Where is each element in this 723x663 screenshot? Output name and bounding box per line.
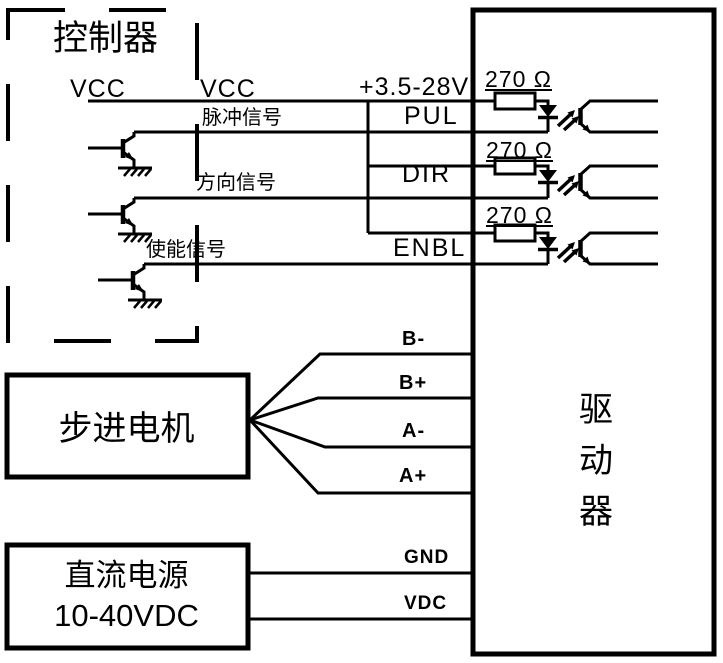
resistor-icon <box>493 91 537 111</box>
npn-transistor-enable-icon <box>98 264 162 309</box>
supply-voltage-label: +3.5-28V <box>359 73 470 101</box>
vcc-label-inner: VCC <box>70 75 126 103</box>
ground-icon <box>118 232 152 243</box>
terminal-label-gnd: GND <box>404 547 450 568</box>
resistor-value-label: 270 Ω <box>486 137 553 163</box>
resistor-value-label: 270 Ω <box>485 66 552 92</box>
light-arrows-icon <box>556 110 579 132</box>
direction-signal-label: 方向信号 <box>196 172 276 194</box>
led-icon <box>539 170 557 182</box>
optocoupler-pul-icon <box>473 91 658 134</box>
driver-title-char: 驱 <box>579 391 613 429</box>
terminal-label-b-plus: B+ <box>399 372 428 394</box>
led-icon <box>539 105 557 117</box>
pin-label-enbl: ENBL <box>393 234 467 262</box>
stepper-motor-box <box>4 372 251 480</box>
vcc-label-outer: VCC <box>200 75 256 103</box>
led-icon <box>539 237 557 249</box>
enable-signal-label: 使能信号 <box>146 239 226 261</box>
terminal-label-a-minus: A- <box>402 420 426 442</box>
controller-box <box>6 8 199 343</box>
light-arrows-icon <box>556 242 579 264</box>
driver-title-char: 器 <box>579 493 613 531</box>
power-supply-box <box>4 542 251 651</box>
npn-transistor-direction-icon <box>88 198 152 243</box>
vcc-wire <box>88 99 473 235</box>
ground-icon <box>128 298 162 309</box>
power-wires <box>248 571 473 621</box>
driver-title: 驱 动 器 <box>576 385 616 538</box>
driver-box <box>470 7 717 657</box>
terminal-label-b-minus: B- <box>402 328 426 350</box>
optocoupler-dir-icon <box>473 156 658 200</box>
power-supply-title-line2: 10-40VDC <box>54 597 199 633</box>
npn-transistor-pulse-icon <box>88 132 152 177</box>
power-supply-title: 直流电源 10-40VDC <box>5 543 248 648</box>
terminal-label-a-plus: A+ <box>399 465 428 487</box>
motor-phase-wires <box>248 352 473 495</box>
power-supply-title-line1: 直流电源 <box>64 557 189 593</box>
stepper-motor-title: 步进电机 <box>58 409 195 448</box>
optocoupler-enbl-icon <box>473 223 658 266</box>
resistor-icon <box>493 223 537 243</box>
phototransistor-icon <box>578 231 658 266</box>
pin-label-dir: DIR <box>402 160 452 188</box>
resistor-icon <box>493 156 537 176</box>
ground-icon <box>118 166 152 177</box>
controller-title: 控制器 <box>53 19 159 58</box>
driver-title-char: 动 <box>579 442 613 480</box>
phototransistor-icon <box>578 164 658 200</box>
terminal-label-vdc: VDC <box>404 593 448 614</box>
resistor-value-label: 270 Ω <box>486 202 553 228</box>
pin-label-pul: PUL <box>404 102 459 130</box>
light-arrows-icon <box>556 175 579 197</box>
phototransistor-icon <box>578 99 658 134</box>
pulse-signal-label: 脉冲信号 <box>202 107 282 129</box>
